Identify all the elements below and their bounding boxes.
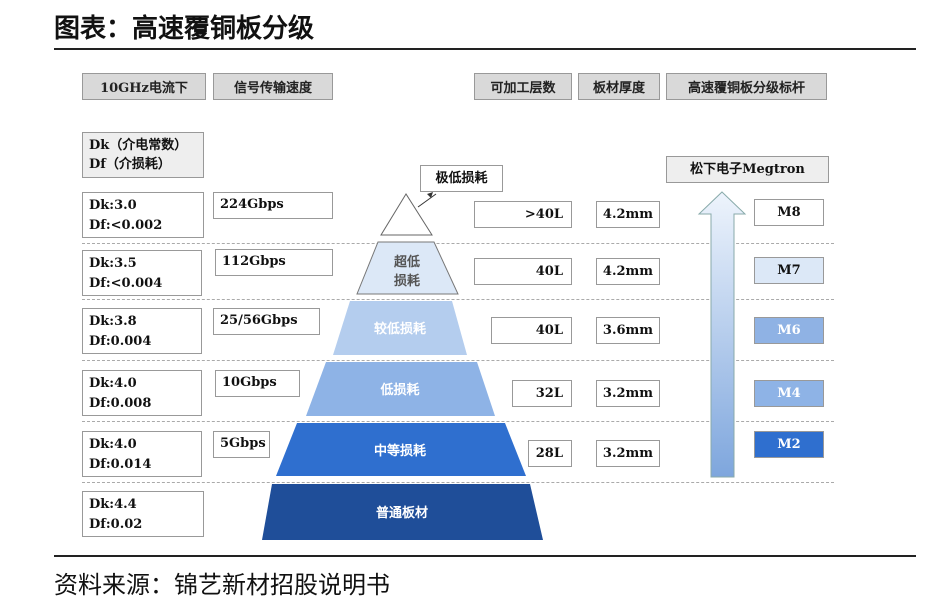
df-label: Df（介损耗）	[89, 157, 171, 172]
up-arrow-icon	[697, 191, 747, 478]
df-value: Df:0.02	[89, 517, 143, 532]
pyramid-label: 普通板材	[376, 505, 428, 521]
header-speed: 信号传输速度	[213, 73, 333, 100]
pyramid-layer-medium	[276, 423, 526, 476]
callout-extreme-low-loss: 极低损耗	[420, 165, 503, 192]
dk-value: Dk:4.0	[89, 437, 137, 452]
dk-df-header: Dk（介电常数） Df（介损耗）	[82, 132, 204, 178]
layers-box: 40L	[491, 317, 572, 344]
source-note: 资料来源：锦艺新材招股说明书	[54, 571, 390, 599]
thickness-box: 3.6mm	[596, 317, 660, 344]
row-separator	[82, 360, 834, 361]
megtron-grade: M7	[754, 257, 824, 284]
pyramid-label: 低损耗	[379, 382, 419, 398]
speed-box: 25/56Gbps	[213, 308, 320, 335]
megtron-grade: M6	[754, 317, 824, 344]
header-condition: 10GHz电流下	[82, 73, 206, 100]
megtron-grade: M4	[754, 380, 824, 407]
callout-arrow	[417, 193, 437, 208]
row-separator	[82, 482, 834, 483]
layers-box: >40L	[474, 201, 572, 228]
dk-value: Dk:4.0	[89, 376, 137, 391]
row-separator	[82, 421, 834, 422]
df-value: Df:<0.002	[89, 218, 163, 233]
df-value: Df:0.004	[89, 334, 152, 349]
speed-box: 10Gbps	[215, 370, 300, 397]
thickness-box: 4.2mm	[596, 201, 660, 228]
dk-value: Dk:4.4	[89, 497, 137, 512]
pyramid-label: 损耗	[394, 273, 420, 289]
pyramid-label: 超低	[394, 254, 420, 270]
row-separator	[82, 243, 834, 244]
header-layers: 可加工层数	[474, 73, 572, 100]
callout-arrowhead	[427, 192, 433, 198]
header-benchmark: 高速覆铜板分级标杆	[666, 73, 827, 100]
pyramid-layer-standard	[262, 484, 543, 540]
dk-value: Dk:3.0	[89, 198, 137, 213]
thickness-box: 4.2mm	[596, 258, 660, 285]
layers-box: 40L	[474, 258, 572, 285]
layers-box: 32L	[512, 380, 572, 407]
pyramid-layer-extreme-low	[380, 193, 433, 236]
top-divider	[54, 48, 916, 50]
df-value: Df:0.014	[89, 457, 152, 472]
thickness-box: 3.2mm	[596, 380, 660, 407]
dk-label: Dk（介电常数）	[89, 138, 188, 153]
row-separator	[82, 299, 834, 300]
df-value: Df:<0.004	[89, 276, 163, 291]
panasonic-megtron-label: 松下电子Megtron	[666, 156, 829, 183]
bottom-divider	[54, 555, 916, 557]
layers-box: 28L	[528, 440, 572, 467]
pyramid-label: 中等损耗	[374, 443, 426, 459]
speed-box: 224Gbps	[213, 192, 333, 219]
pyramid-label: 较低损耗	[374, 321, 426, 337]
header-thickness: 板材厚度	[578, 73, 660, 100]
megtron-grade: M8	[754, 199, 824, 226]
dk-value: Dk:3.5	[89, 256, 137, 271]
pyramid-layer-lower	[333, 301, 467, 355]
dk-value: Dk:3.8	[89, 314, 137, 329]
pyramid-layer-low	[306, 362, 495, 416]
speed-box: 5Gbps	[213, 431, 270, 458]
thickness-box: 3.2mm	[596, 440, 660, 467]
pyramid-layer-ultra-low	[356, 241, 459, 295]
df-value: Df:0.008	[89, 396, 152, 411]
page-title: 图表：高速覆铜板分级	[54, 14, 315, 44]
speed-box: 112Gbps	[215, 249, 333, 276]
megtron-grade: M2	[754, 431, 824, 458]
